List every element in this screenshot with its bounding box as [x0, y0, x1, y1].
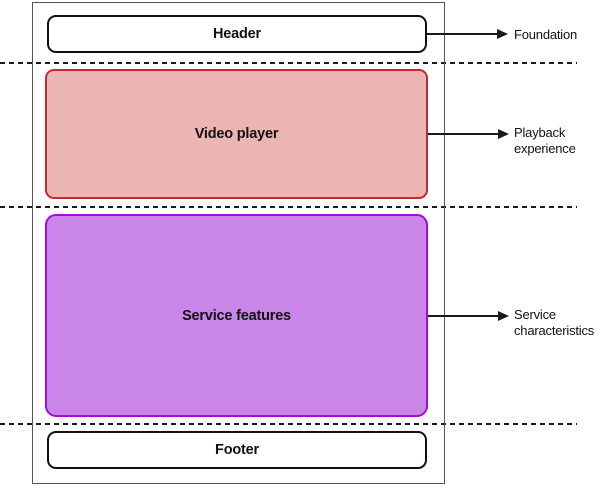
header-box: Header: [47, 15, 427, 53]
playback-experience-annotation: Playback experience: [514, 125, 576, 156]
service-features-box-label: Service features: [182, 307, 291, 324]
service-arrow: [428, 311, 509, 321]
playback-arrow: [428, 129, 509, 139]
header-box-label: Header: [213, 26, 261, 42]
service-characteristics-annotation: Service characteristics: [514, 307, 595, 338]
video-player-box-label: Video player: [194, 126, 279, 142]
arrow-right-icon: [498, 311, 509, 321]
section-divider-bottom: [0, 423, 577, 425]
service-features-box: Service features: [45, 214, 428, 417]
arrow-right-icon: [497, 29, 508, 39]
section-divider-top: [0, 62, 577, 64]
footer-box: Footer: [47, 431, 427, 469]
foundation-annotation: Foundation: [514, 27, 578, 42]
footer-box-label: Footer: [215, 442, 259, 458]
foundation-arrow: [427, 29, 508, 39]
page-outline: [32, 2, 445, 484]
section-divider-middle: [0, 206, 577, 208]
arrow-right-icon: [498, 129, 509, 139]
video-player-box: Video player: [45, 69, 428, 199]
